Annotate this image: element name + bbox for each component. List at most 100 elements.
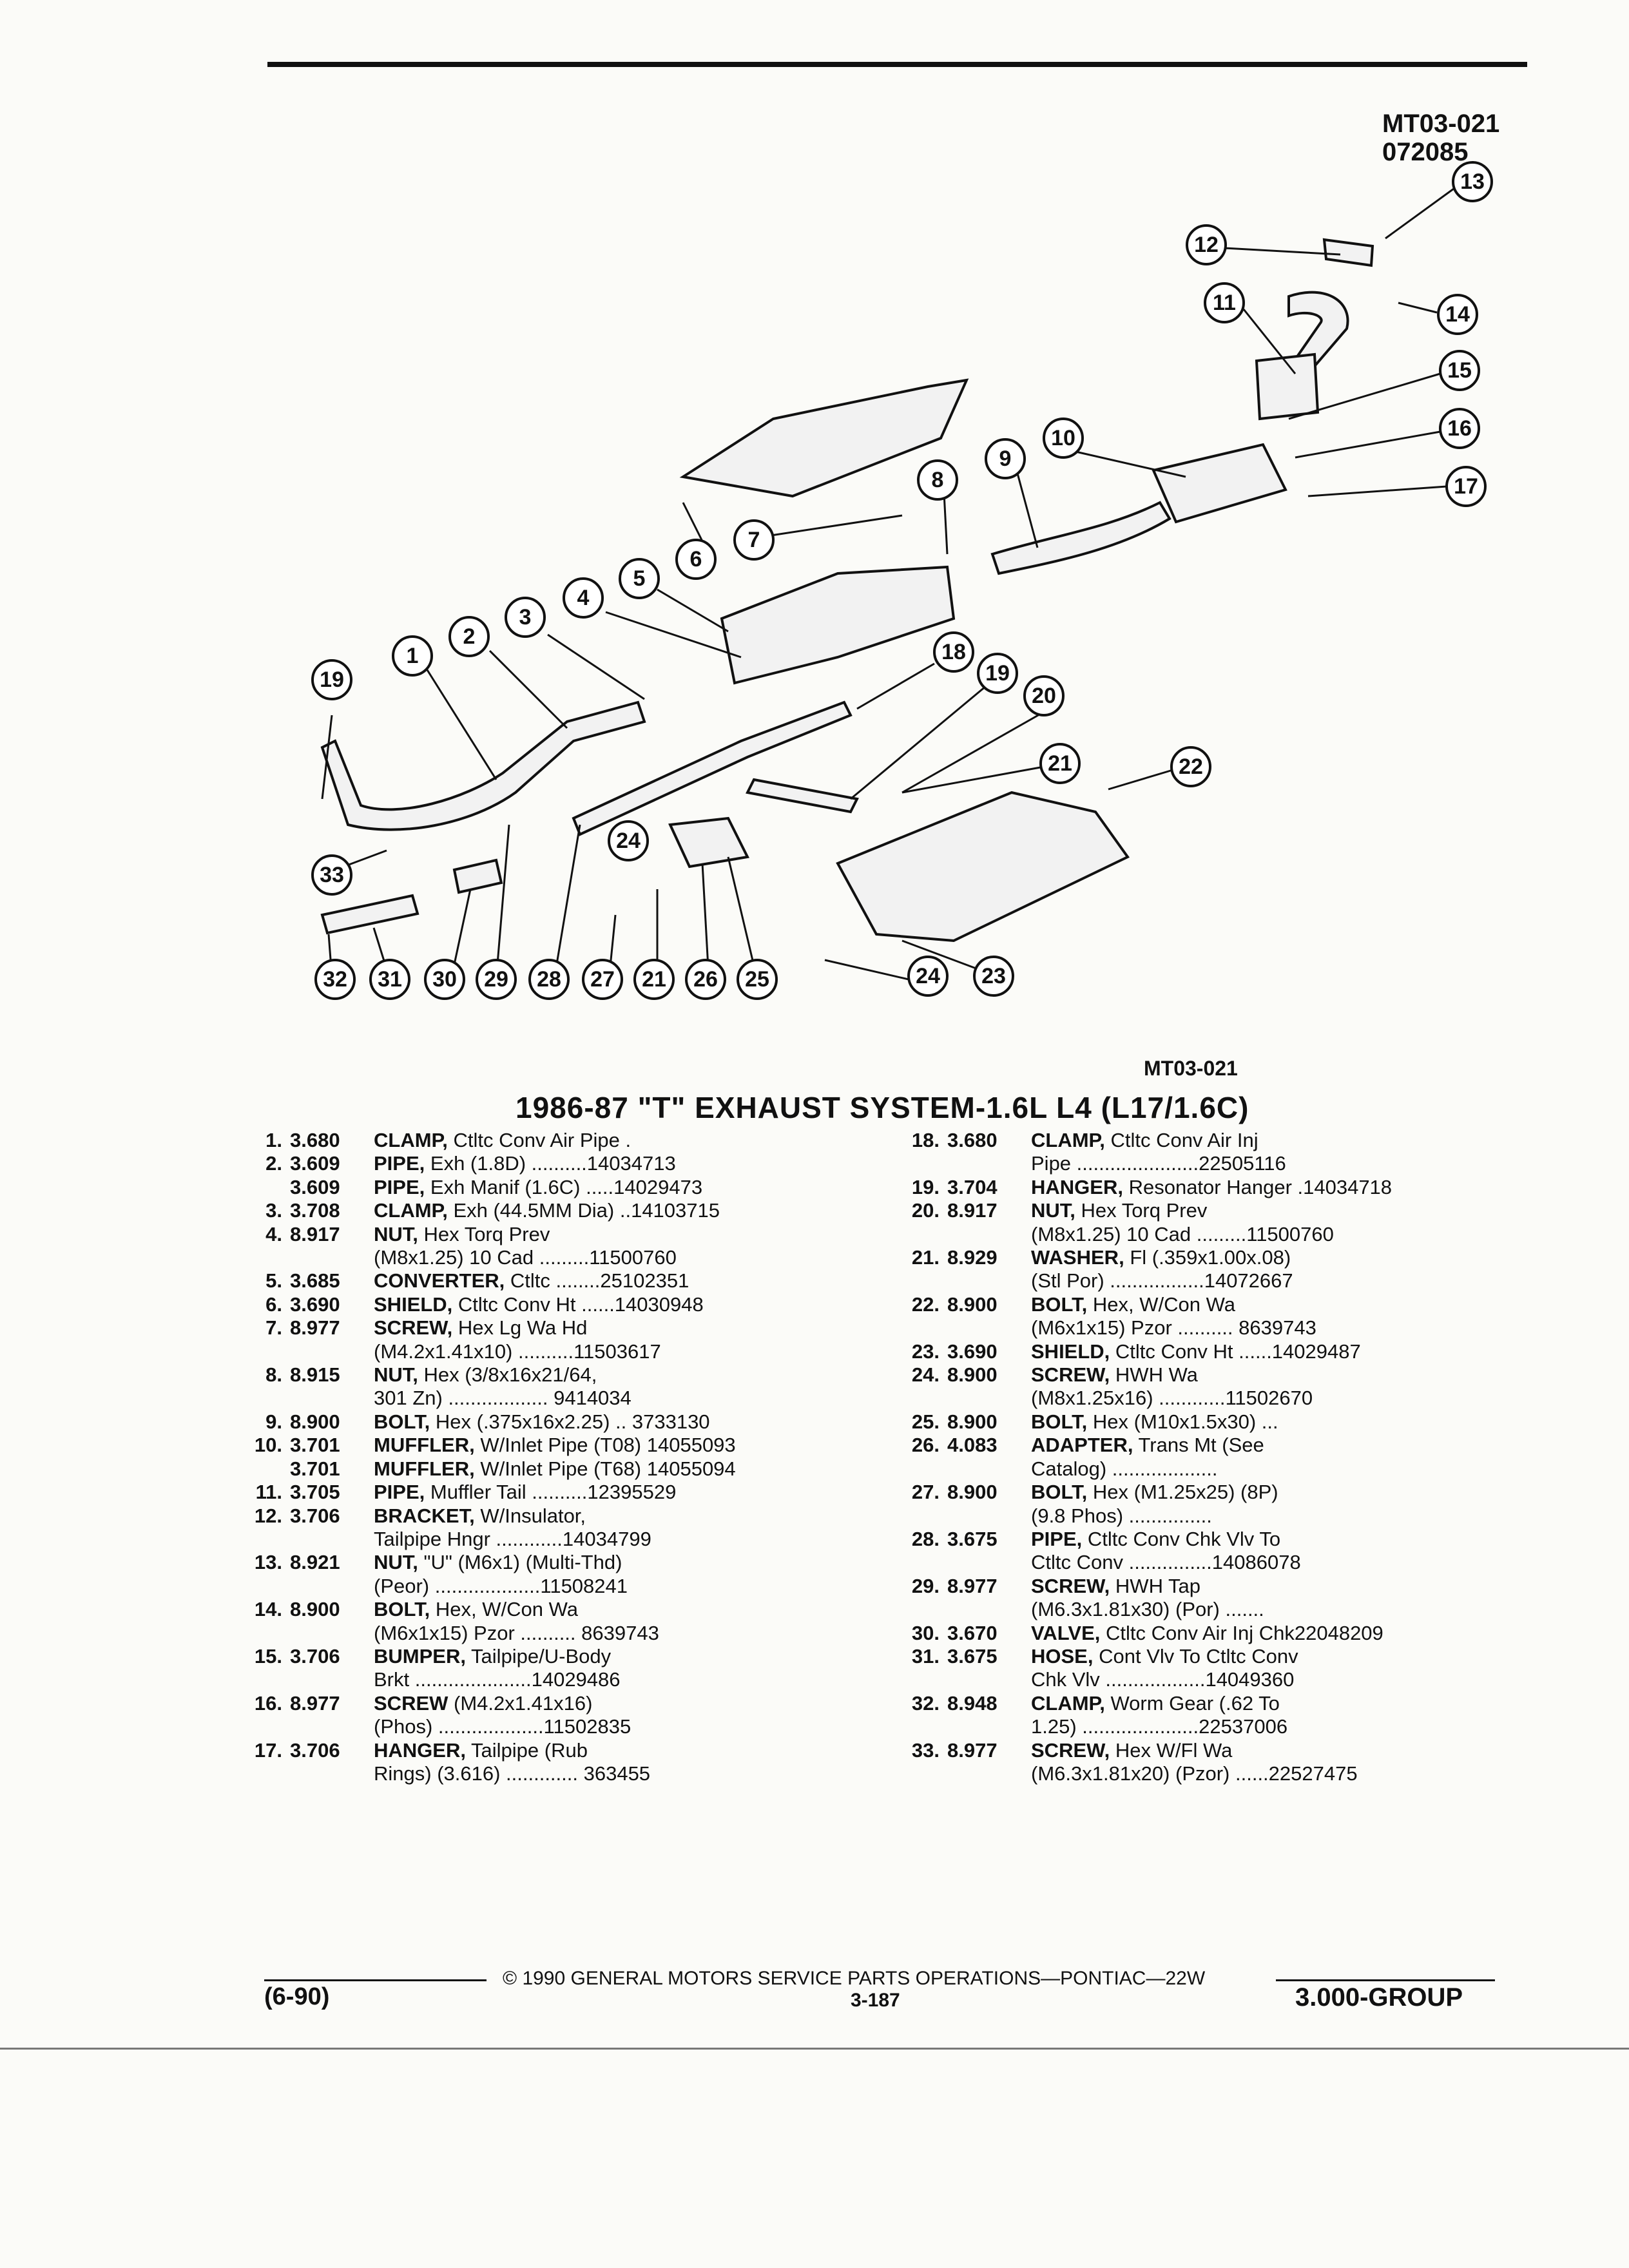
svg-text:32: 32 [323,967,347,992]
callout-12: 12 [1186,224,1227,265]
part-number-index: 5. [265,1269,282,1293]
part-number-index [245,1176,290,1199]
part-detail-continued: Ctltc Conv ...............14086078 [1031,1551,1301,1574]
part-description: BRACKET, W/Insulator,Tailpipe Hngr .....… [374,1504,851,1552]
part-number-index: 7. [265,1316,282,1340]
part-group-code: 3.706 [290,1738,340,1762]
part-description: NUT, Hex Torq Prev(M8x1.25) 10 Cad .....… [374,1223,851,1270]
part-group-code: 3.690 [290,1293,340,1316]
part-group-code: 8.915 [290,1363,340,1387]
svg-text:7: 7 [748,528,760,552]
part-group-code: 3.690 [947,1340,998,1363]
svg-text:27: 27 [590,967,615,992]
part-number-index: 1. [265,1129,282,1151]
part-name: WASHER, [1031,1246,1124,1269]
leader-lines [321,186,1457,981]
part-number-index: 21. [911,1246,940,1269]
callout-23: 23 [973,956,1014,997]
part-description: SCREW, Hex W/Fl Wa(M6.3x1.81x20) (Pzor) … [1031,1739,1521,1786]
part-group-code: 8.977 [947,1574,998,1597]
part-number-index: 31. [911,1644,940,1667]
part-number-index: 19. [911,1175,940,1198]
callout-30: 30 [424,959,465,1000]
part-description: SCREW, HWH Tap(M6.3x1.81x30) (Por) .....… [1031,1575,1521,1622]
svg-text:17: 17 [1454,474,1478,499]
part-group-code: 8.977 [947,1738,998,1762]
hose [320,894,419,935]
part-detail: Hex Torq Prev [423,1222,550,1245]
part-detail-continued: Brkt .....................14029486 [374,1668,621,1691]
part-group-code: 8.900 [290,1598,340,1621]
part-name: NUT, [374,1551,418,1574]
part-detail-continued: 1.25) .....................22537006 [1031,1715,1288,1738]
part-description: SCREW, Hex Lg Wa Hd(M4.2x1.41x10) ......… [374,1316,851,1363]
part-name: BRACKET, [374,1504,475,1527]
part-detail: Hex, W/Con Wa [435,1598,578,1621]
callout-22: 22 [1170,746,1211,787]
svg-text:12: 12 [1194,233,1219,257]
callout-20a: 19 [311,659,352,700]
part-number-index: 33. [911,1738,940,1762]
part-group-code: 8.977 [290,1691,340,1715]
part-name: MUFFLER, [374,1457,475,1480]
part-group-code: 3.680 [290,1129,340,1151]
parts-row: 3.701 MUFFLER, W/Inlet Pipe (T68) 1405509… [245,1457,851,1481]
part-group-code: 3.675 [947,1527,998,1550]
part-number-index: 28. [911,1527,940,1550]
part-group-code: 3.701 [290,1457,340,1480]
exhaust-pipe [320,700,646,831]
part-name: CLAMP, [374,1199,448,1222]
part-description: PIPE, Muffler Tail ..........12395529 [374,1481,851,1504]
svg-text:11: 11 [1213,291,1236,315]
part-number-index: 25. [911,1410,940,1433]
muffler-inlet-pipe [990,501,1171,575]
part-name: CLAMP, [374,1129,448,1151]
part-number-index: 11. [255,1481,282,1504]
svg-text:26: 26 [693,967,718,992]
part-name: NUT, [374,1222,418,1245]
part-description: SHIELD, Ctltc Conv Ht ......14029487 [1031,1340,1521,1363]
part-detail: Hex (3/8x16x21/64, [423,1363,597,1387]
part-detail-continued: (M6.3x1.81x30) (Por) ....... [1031,1598,1264,1621]
svg-text:19: 19 [985,661,1010,686]
part-detail: W/Inlet Pipe (T68) 14055094 [480,1457,736,1480]
svg-text:16: 16 [1447,416,1472,441]
group-code: 3.000-GROUP [1295,1983,1463,2012]
callout-31: 31 [369,959,410,1000]
callout-17: 17 [1445,466,1487,507]
part-number-index: 22. [911,1293,940,1316]
part-group-code: 3.670 [947,1621,998,1644]
part-name: PIPE, [1031,1527,1083,1550]
svg-text:3: 3 [519,605,532,629]
part-detail: Cont Vlv To Ctltc Conv [1099,1644,1298,1667]
callout-19: 19 [977,653,1018,694]
part-detail: Resonator Hanger .14034718 [1128,1175,1393,1198]
part-name: CONVERTER, [374,1269,505,1293]
part-group-code: 3.708 [290,1199,340,1222]
callout-14: 14 [1437,294,1478,335]
callout-4: 4 [563,577,604,619]
diagram-code-sub: 072085 [1382,138,1469,166]
part-number-index: 8. [265,1363,282,1387]
part-detail-continued: Pipe ......................22505116 [1031,1152,1286,1175]
svg-text:5: 5 [633,566,646,591]
callout-32: 32 [314,959,356,1000]
part-number-index: 9. [265,1410,282,1433]
part-detail-continued: Tailpipe Hngr ............14034799 [374,1527,651,1550]
callout-10: 10 [1043,418,1084,459]
callout-27: 27 [582,959,623,1000]
part-detail-continued: (M8x1.25) 10 Cad .........11500760 [1031,1222,1334,1245]
part-number-index: 32. [911,1691,940,1715]
svg-text:2: 2 [463,624,476,649]
part-detail-continued: (M8x1.25) 10 Cad .........11500760 [374,1246,677,1269]
part-group-code: 3.680 [947,1129,998,1151]
